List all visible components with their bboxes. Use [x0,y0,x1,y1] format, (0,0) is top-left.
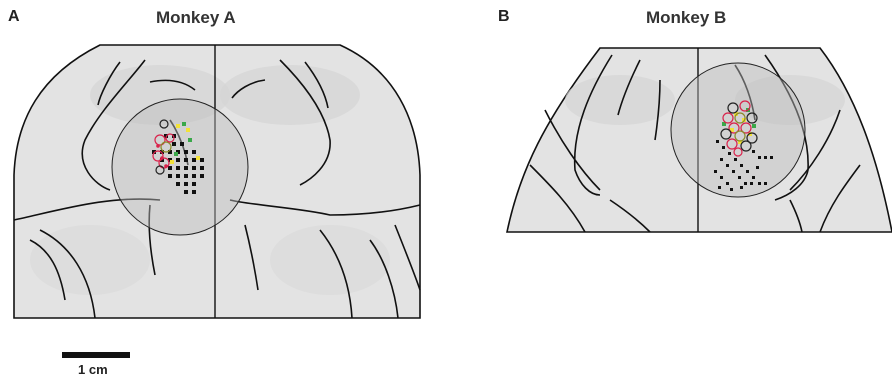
scale-bar [62,352,130,358]
brain-b [507,48,892,232]
brain-a [14,45,420,318]
scale-bar-label: 1 cm [78,362,108,377]
